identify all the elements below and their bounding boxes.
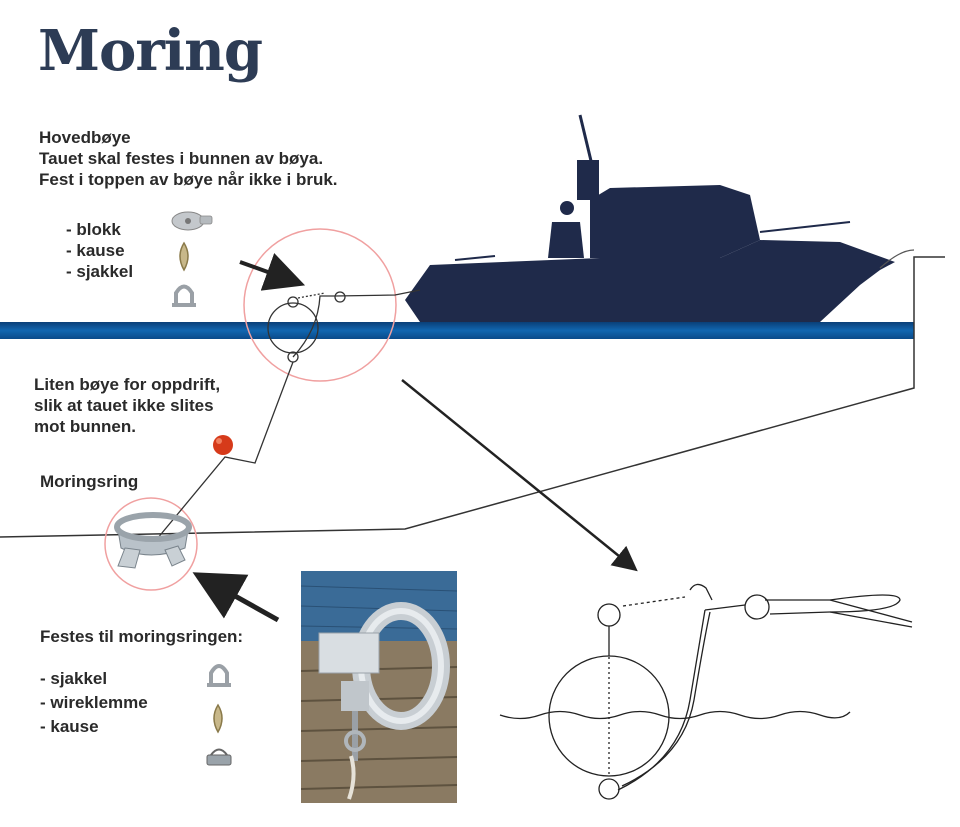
- attach-heading: Festes til moringsringen:: [40, 627, 244, 646]
- attach-items: - sjakkel - wireklemme - kause: [40, 667, 148, 739]
- arrow-to-ring: [192, 572, 280, 623]
- list-item: - sjakkel: [66, 262, 134, 281]
- list-item: - blokk: [66, 220, 121, 239]
- water-surface: [0, 322, 914, 339]
- small-float-highlight: [216, 438, 222, 444]
- list-item: - sjakkel: [40, 669, 108, 688]
- main-buoy-items: - blokk - kause - sjakkel: [66, 219, 133, 282]
- small-buoy-text: Liten bøye for oppdrift, slik at tauet i…: [34, 374, 220, 437]
- main-buoy-text: Hovedbøye Tauet skal festes i bunnen av …: [39, 127, 338, 190]
- shackle-icon: [172, 284, 196, 307]
- small-float: [213, 435, 233, 455]
- arrow-to-buoy: [239, 253, 306, 291]
- main-buoy-line2: Fest i toppen av bøye når ikke i bruk.: [39, 170, 338, 189]
- buoy-highlight-circle: [243, 228, 397, 382]
- arrow-to-detail: [401, 379, 638, 572]
- mooring-ring: [114, 512, 192, 569]
- small-buoy-line2: slik at tauet ikke slites: [34, 396, 214, 415]
- mooring-rope: [151, 361, 294, 546]
- main-buoy-line1: Tauet skal festes i bunnen av bøya.: [39, 149, 324, 168]
- list-item: - kause: [66, 241, 125, 260]
- wire-clamp-icon: [206, 748, 232, 766]
- seabed-line: [0, 256, 945, 538]
- bow-line: [879, 249, 915, 269]
- mooring-ring-photo: [300, 571, 458, 803]
- ring-highlight-circle: [104, 497, 198, 591]
- thimble-icon: [179, 241, 189, 272]
- thimble-icon-2: [213, 703, 223, 734]
- small-buoy-line1: Liten bøye for oppdrift,: [34, 375, 221, 394]
- list-item: - kause: [40, 717, 99, 736]
- boat-silhouette: [405, 114, 895, 322]
- mooring-ring-photo-image: [300, 571, 458, 803]
- shackle-icon-2: [207, 664, 231, 687]
- ring-label: Moringsring: [40, 472, 139, 491]
- detail-buoy-sketch: [499, 583, 913, 800]
- page-title: Moring: [38, 18, 263, 84]
- list-item: - wireklemme: [40, 693, 148, 712]
- pulley-icon: [171, 211, 213, 231]
- small-buoy-line3: mot bunnen.: [34, 417, 136, 436]
- main-buoy-heading: Hovedbøye: [39, 128, 131, 147]
